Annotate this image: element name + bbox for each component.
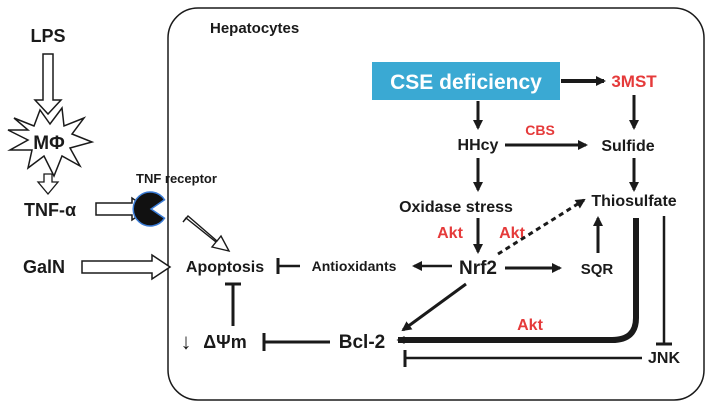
receptor-to-apoptosis-arrow	[182, 215, 231, 253]
lps-label: LPS	[30, 26, 65, 46]
3mst-label: 3MST	[611, 72, 657, 91]
sulfide-label: Sulfide	[601, 138, 654, 155]
antioxidants-label: Antioxidants	[312, 258, 397, 274]
tnf-alpha-label: TNF-α	[24, 200, 76, 220]
apoptosis-label: Apoptosis	[186, 259, 264, 276]
cse-deficiency-label: CSE deficiency	[390, 71, 542, 94]
bcl2-label: Bcl-2	[339, 332, 385, 353]
nrf2-label: Nrf2	[459, 258, 497, 279]
panel-title: Hepatocytes	[210, 20, 299, 37]
nrf2-to-thiosulfate-dashed-arrow	[497, 198, 586, 256]
akt-right-label: Akt	[499, 225, 525, 242]
nrf2-to-bcl2-arrow	[401, 282, 467, 332]
sqr-label: SQR	[581, 261, 614, 278]
cse-deficiency-box	[372, 62, 560, 100]
akt-bottom-label: Akt	[517, 317, 543, 334]
hhcy-label: HHcy	[458, 137, 499, 154]
tnf-receptor-icon	[132, 191, 166, 227]
down-arrow-symbol: ↓	[181, 329, 192, 354]
akt-left-label: Akt	[437, 225, 463, 242]
lps-to-macrophage-arrow	[33, 53, 63, 116]
thiosulfate-to-bcl2-arrow	[396, 218, 639, 344]
galn-to-apoptosis-arrow	[81, 253, 172, 281]
oxidase-stress-label: Oxidase stress	[399, 199, 513, 216]
membrane-potential-label: ΔΨm	[203, 332, 247, 352]
thiosulfate-label: Thiosulfate	[591, 193, 676, 210]
jnk-label: JNK	[648, 350, 680, 367]
cbs-label: CBS	[525, 122, 555, 138]
macrophage-label: MΦ	[33, 133, 65, 154]
macrophage-to-tnf-arrow	[36, 173, 60, 196]
galn-label: GalN	[23, 257, 65, 277]
tnf-receptor-label: TNF receptor	[136, 171, 217, 186]
macrophage-burst	[7, 106, 95, 178]
hepatocytes-panel	[167, 7, 705, 401]
